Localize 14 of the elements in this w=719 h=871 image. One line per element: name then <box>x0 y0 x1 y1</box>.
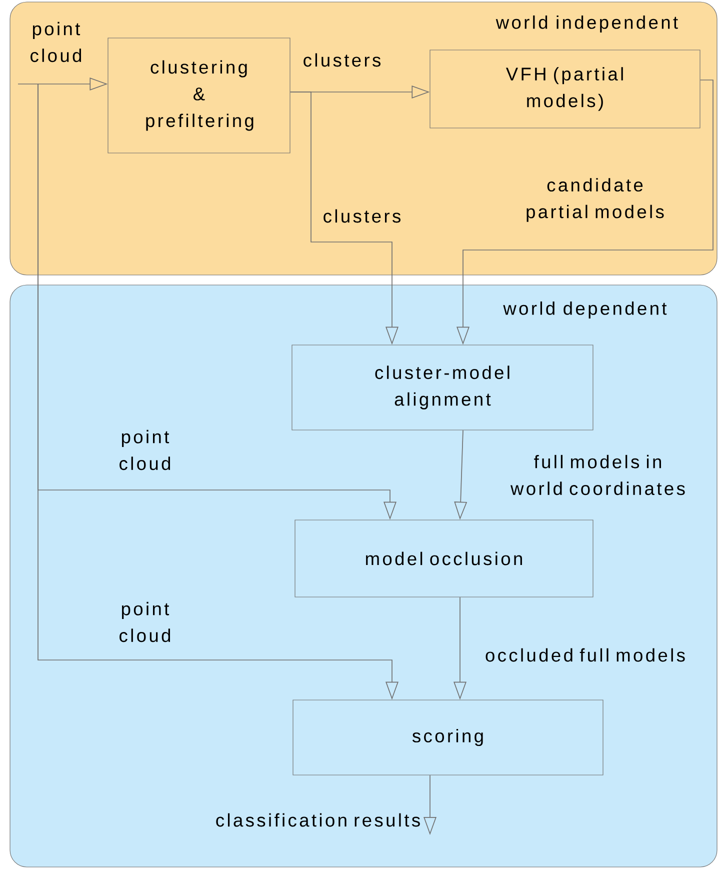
process-box: VFH (partial models) <box>430 50 700 128</box>
process-box: model occlusion <box>294 520 594 598</box>
process-box: scoring <box>292 700 604 776</box>
edge-label: full models in world coordinates <box>510 454 685 496</box>
edge-label: point cloud <box>30 22 82 62</box>
process-box: clustering & prefiltering <box>108 38 290 154</box>
process-box: cluster-model alignment <box>292 344 594 430</box>
edge-label: occluded full models <box>486 648 685 662</box>
edge-label: point cloud <box>120 602 170 642</box>
edge-label: candidate partial models <box>526 178 664 222</box>
edge-label: clusters <box>304 53 380 67</box>
edge-label: clusters <box>324 209 400 223</box>
edge-label: classification results <box>216 813 420 827</box>
edge-label: point cloud <box>120 430 170 470</box>
